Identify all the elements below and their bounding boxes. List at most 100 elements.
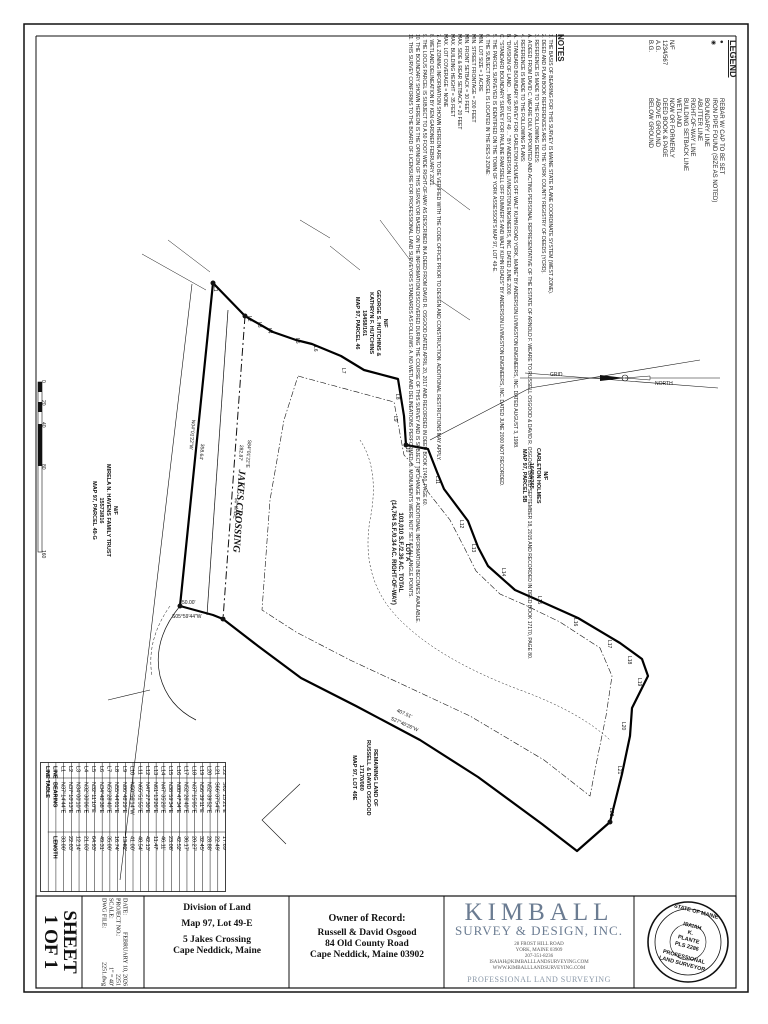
line-table-cell: 12.14' [75,836,81,851]
segment-label: L12 [458,520,464,529]
line-table-cell: L3 [75,766,81,772]
line-table-cell: N52°39'52"E [206,782,212,814]
legend-row: BUILDING SETBACK LINE [682,40,688,202]
owner-heading: Owner of Record: [328,913,406,924]
legend-symbol [682,40,688,80]
note-item: A. A DEED FROM DAVID C. WEARE DULY APPOI… [526,34,532,660]
line-table-cell: 21.03' [82,836,88,851]
division-line: Division of Land [183,903,251,913]
meta-value: 2251.dwg [100,962,107,986]
line-table-cell: L5 [90,766,96,772]
company-address: 28 FROST HILL ROAD [514,942,564,947]
scale-tick-label: 20 [40,400,46,406]
line-table-cell: L17 [183,766,189,775]
meta-value: 1" = 40' [107,967,114,986]
line-table-cell: 11.47' [152,836,158,850]
legend-row: ◉IRON PIPE FOUND (SIZE AS NOTED) [710,40,717,202]
line-table-cell: L11 [136,766,142,775]
road-curve [157,605,197,721]
segment-label: L14 [500,568,506,577]
line-table-cell: N65°51'55"E [136,782,142,814]
meta-key: SCALE: [107,898,114,919]
segment-label: L22 [608,808,614,817]
lot-line: 103,010 S.F./2.36 AC. TOTAL [397,512,403,593]
legend-label: ABOVE GROUND [654,98,660,148]
line-table-cell: N55°44'01"E [113,782,119,814]
legend-symbol [703,40,709,80]
line-table-cell: L18 [190,766,196,775]
sheet-label: SHEET [59,910,80,974]
abutter_top-line: GEORGE S. HUTCHINS & [375,290,381,357]
line-table-cell: N86°48'29"E [121,782,127,814]
legend-symbol: ● [718,40,724,44]
line-table-cell: N61°13'26"E [152,782,158,814]
legend-symbol: A.G. [654,40,660,53]
segment-label: L17 [606,640,612,649]
segment-label: L5 [294,338,300,344]
segment-label: L18 [626,656,632,665]
legend-label: NOW OR FORMERLY [668,98,674,158]
segment-label: L20 [620,722,626,731]
segment-label: L4 [266,328,272,334]
company-block: KIMBALL SURVEY & DESIGN, INC. 28 FROST H… [446,897,632,987]
legend-row: RIGHT-OF-WAY LINE [689,40,695,202]
note-item: C. "STANDARD BOUNDARY SURVEY FOR PAULINE… [498,34,504,487]
line-table-cell: L13 [152,766,158,775]
segment-label: L13 [470,544,476,553]
abutter_left-line: N/F [112,506,118,515]
line-table-cell: L8 [113,766,119,772]
division-title: Division of Land Map 97, Lot 49-E 5 Jake… [146,897,288,987]
legend-label: REBAR W/ CAP TO BE SET [718,98,724,175]
line-table-cell: L16 [175,766,181,775]
owner-line: 84 Old County Road [325,939,409,949]
company-address: YORK, MAINE 03909 [515,948,563,953]
setback-line [261,375,613,797]
scale-tick-label: 160 [40,550,46,559]
legend: LEGEND ●REBAR W/ CAP TO BE SET◉IRON PIPE… [646,40,738,202]
note-item: 7. ALL ZONING INFORMATION SHOWN HEREON A… [435,34,441,461]
line-table-cell: N37°14'44"E [59,782,65,814]
line-table-cell: L1 [59,766,65,772]
surveyor-seal [647,901,729,983]
note-item: 1. THE BASIS OF BEARING FOR THIS SURVEY … [547,34,553,295]
note-item: 2. DEED AND PLAN BOOK REFERENCES ARE TO … [540,34,546,274]
title-block-border [35,895,737,989]
meta-value: 2251 [114,974,121,986]
owner-line: Russell & David Osgood [317,928,417,938]
abutter_top-line: MAP 97, PARCEL 46 [354,296,360,350]
note-item: MIN. LOT SIZE = 1 ACRE [477,34,483,92]
line-table-header: LINE [52,766,58,779]
meta-key: PROJECT NO.: [114,898,121,937]
line-table-cell: 46.11' [159,836,165,850]
line-table-cell: N34°00'10"E [75,782,81,814]
line-table-cell: N56°39'11"E [198,782,204,813]
legend-symbol [675,40,681,80]
note-item: MAX. SIDE & REAR SETBACK = 20 FEET [456,34,462,130]
legend-label: BELOW GROUND [647,98,653,149]
legend-label: IRON PIPE FOUND (SIZE AS NOTED) [711,98,717,203]
line-table-cell: L4 [82,766,88,772]
abutter_top-line: KATHRYN F. HUTCHINS [368,292,374,355]
meta-row: DATE:FEBRUARY 10, 2026 [122,898,128,986]
note-item: MIN. FRONT SETBACK = 30 FEET [463,34,469,114]
wetland-line [359,439,611,741]
lot-line: LOT A [404,543,410,562]
abutter_top-line: N/F [382,318,388,328]
segment-label: L2 [246,316,252,322]
abutter_right-line: 16484/365 [528,462,534,489]
note-item: 6. THE SUBJECT PARCEL IS LOCATED IN THE … [484,34,490,176]
segment-label: L7 [340,368,346,374]
line-table-cell: N47°35'20"E [159,782,165,814]
line-table-cell: 41.00' [129,836,135,851]
abutter_left-line: 15573/816 [98,497,104,524]
line-table-cell: L14 [159,766,165,775]
company-tagline: PROFESSIONAL LAND SURVEYING [467,975,611,984]
north-arrow [520,372,720,389]
line-table-cell: N38°59'34"E [167,782,173,814]
segment-label: L9 [392,416,398,422]
row-inner-line [206,309,229,616]
